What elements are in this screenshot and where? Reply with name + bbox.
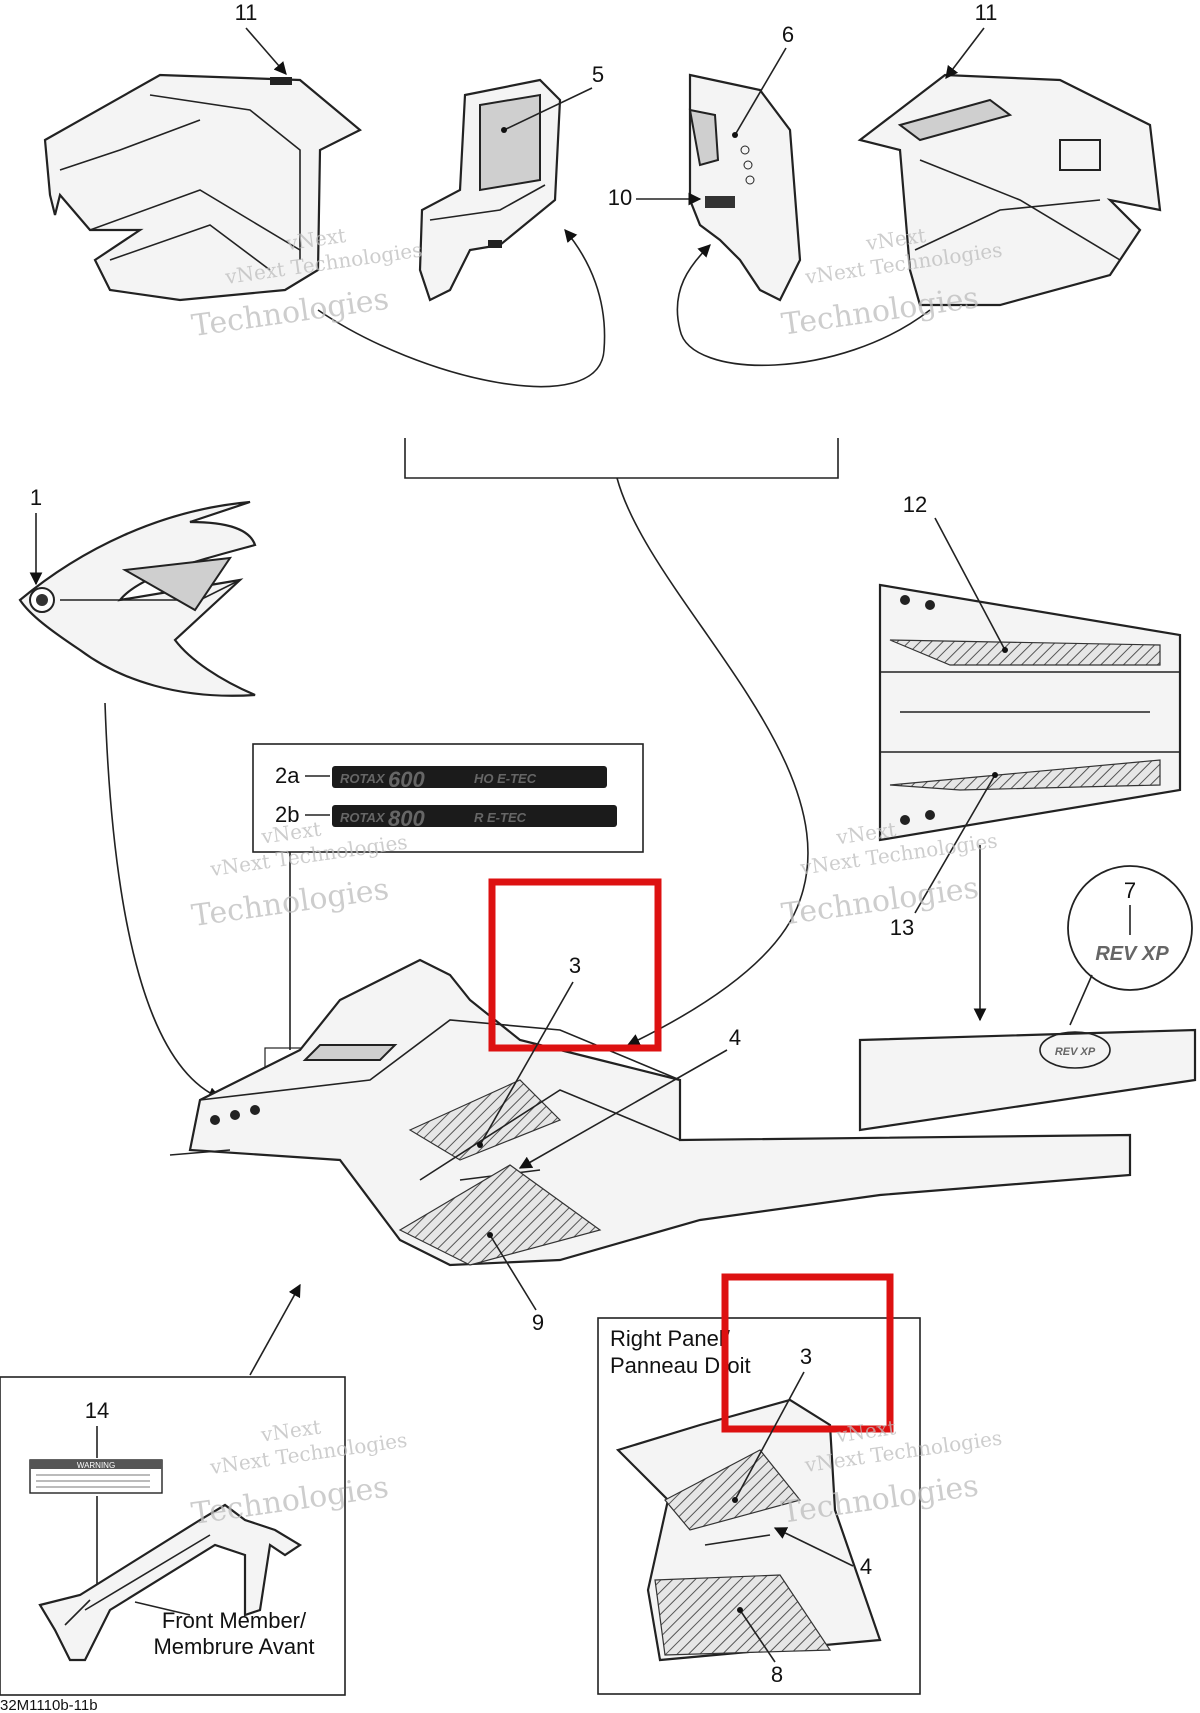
left-inner-panel (418, 78, 562, 302)
svg-text:600: 600 (388, 767, 425, 792)
right-side-panel (857, 73, 1162, 307)
svg-text:ROTAX: ROTAX (340, 771, 386, 786)
leader-3-right (734, 1371, 805, 1501)
callout-2a: 2a (275, 763, 300, 788)
snowmobile-side-view (169, 958, 1132, 1267)
leader-6 (734, 47, 787, 136)
engine-decal-box (252, 743, 644, 853)
watermark-bottom-left: vNext vNext Technologies Technologies (189, 1415, 408, 1533)
rotax-800-decal: ROTAX 800 R E-TEC (332, 805, 617, 831)
front-member-part (38, 1503, 303, 1662)
callout-11-left: 11 (235, 0, 258, 25)
right-panel-decal-3 (664, 1449, 802, 1531)
right-panel-label-line2: Panneau Droit (610, 1353, 751, 1378)
side-decal-3 (408, 1079, 562, 1161)
svg-text:Technologies: Technologies (189, 1470, 390, 1532)
callout-10: 10 (608, 185, 632, 210)
leader-11-right (945, 27, 985, 80)
svg-text:R E-TEC: R E-TEC (474, 810, 527, 825)
front-member-label-leader (134, 1601, 191, 1616)
hood-nose (18, 500, 257, 697)
tunnel-top-view (878, 583, 1182, 842)
callout-11-right: 11 (975, 0, 998, 25)
leader-3-main (479, 981, 574, 1146)
leader-8 (739, 1609, 776, 1663)
callout-14: 14 (85, 1398, 109, 1423)
leader-9 (489, 1234, 537, 1311)
leader-13 (914, 774, 996, 914)
front-member-detail-box (0, 1376, 346, 1696)
right-panel-detail-box (597, 1317, 921, 1695)
callout-7: 7 (1124, 878, 1136, 903)
left-side-panel (43, 73, 362, 302)
callout-2b: 2b (275, 802, 299, 827)
group-bracket (404, 438, 839, 479)
leader-12 (934, 517, 1006, 651)
callout-8: 8 (771, 1662, 783, 1687)
connector-left-panels (317, 229, 606, 388)
tunnel-hatch-12 (889, 639, 1161, 666)
connector-bracket-to-vehicle (616, 477, 809, 1046)
svg-text:HO E-TEC: HO E-TEC (474, 771, 537, 786)
detail-link-7 (1069, 974, 1093, 1026)
connector-right-panels (676, 244, 931, 367)
callout-3-right: 3 (800, 1344, 812, 1369)
warning-label: WARNING (29, 1459, 163, 1494)
leader-5 (503, 87, 593, 131)
tunnel-hatch-13 (889, 759, 1161, 791)
front-member-label-line2: Membrure Avant (153, 1634, 314, 1659)
callout-3-main: 3 (569, 953, 581, 978)
callout-13: 13 (890, 915, 914, 940)
leader-4-main (518, 1049, 728, 1169)
rotax-600-decal: ROTAX 600 HO E-TEC (332, 766, 607, 792)
svg-text:REV XP: REV XP (1055, 1046, 1096, 1058)
highlight-box-main (488, 878, 662, 1052)
svg-text:800: 800 (388, 806, 425, 831)
svg-text:Technologies: Technologies (779, 870, 980, 932)
callout-4-right: 4 (860, 1554, 872, 1579)
rev-xp-decal: REV XP (1095, 943, 1169, 965)
side-decal-9 (398, 1164, 602, 1266)
callout-6: 6 (782, 22, 794, 47)
drawing-code: 32M1110b-11b (0, 1697, 98, 1713)
callout-4-main: 4 (729, 1025, 741, 1050)
right-inner-panel (688, 73, 802, 302)
svg-text:Technologies: Technologies (779, 280, 980, 342)
leader-4-right (773, 1527, 854, 1567)
highlight-box-right-panel (721, 1273, 894, 1433)
callout-9: 9 (532, 1310, 544, 1335)
svg-text:ROTAX: ROTAX (340, 810, 386, 825)
svg-text:WARNING: WARNING (77, 1461, 115, 1470)
front-member-label-line1: Front Member/ (162, 1608, 307, 1633)
callout-1: 1 (30, 485, 42, 510)
right-panel-label-line1: Right Panel/ (610, 1326, 731, 1351)
connector-hood-to-vehicle (104, 702, 222, 1100)
tunnel-side-view: REV XP (858, 1028, 1197, 1132)
connector-front-member (249, 1283, 301, 1376)
callout-5: 5 (592, 62, 604, 87)
callout-12: 12 (903, 492, 927, 517)
leader-11-left (245, 27, 287, 75)
